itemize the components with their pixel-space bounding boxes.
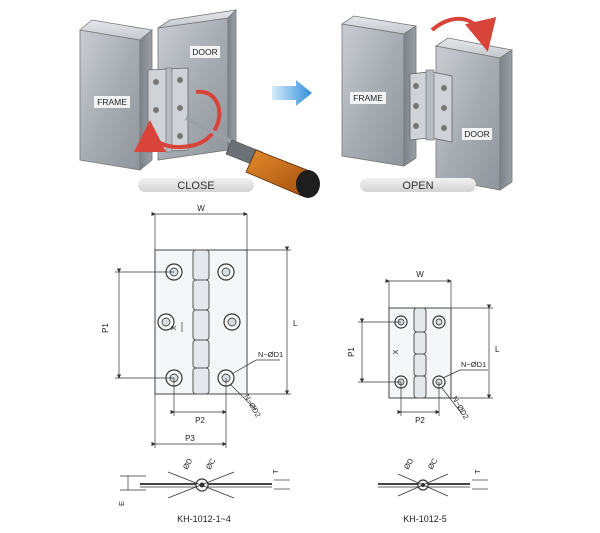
open-caption: OPEN: [402, 180, 433, 192]
open-illustration: FRAME DOOR OPEN: [340, 15, 514, 192]
large-e: E: [117, 501, 126, 506]
door-label-close: DOOR: [192, 47, 218, 57]
small-dim-x: X: [393, 349, 400, 354]
large-side-view: ØD ØC T E: [117, 456, 290, 506]
frame-label-bg: [94, 96, 130, 108]
large-dim-p1: P1: [101, 323, 110, 333]
frame-block-close: [79, 19, 153, 171]
small-od: ØD: [402, 456, 416, 471]
transition-arrow: [272, 80, 312, 106]
frame-label-close: FRAME: [97, 97, 127, 107]
rotation-arrow: [134, 89, 222, 153]
knuckle-segment: [192, 279, 210, 311]
knuckle-segment: [413, 307, 427, 333]
small-n-d2: N−ØD2: [450, 395, 470, 421]
small-oc: ØC: [426, 456, 440, 471]
large-oc: ØC: [204, 456, 218, 471]
frame-label-bg-open: [350, 92, 386, 104]
large-n-d2: N−ØD2: [242, 393, 262, 419]
hinge-open: [409, 69, 453, 143]
knuckle-segment: [192, 309, 210, 341]
small-n-d1: N−ØD1: [461, 360, 486, 369]
small-dim-p1: P1: [347, 347, 356, 357]
large-hinge-drawing: W L P1 X P2 P3 N−ØD1 N−ØD2: [101, 204, 298, 524]
knuckle-segment: [413, 331, 427, 355]
small-dim-l: L: [495, 345, 500, 354]
large-model-label: KH-1012-1~4: [177, 514, 231, 524]
frame-block-open: [340, 15, 418, 167]
door-label-open: DOOR: [464, 129, 490, 139]
small-model-label: KH-1012-5: [403, 514, 447, 524]
small-side-view: ØD ØC T: [378, 456, 488, 497]
close-caption: CLOSE: [177, 180, 214, 192]
open-arrow: [430, 16, 497, 52]
knuckle-segment: [192, 249, 210, 281]
large-n-d1: N−ØD1: [258, 350, 283, 359]
door-label-bg-open: [462, 128, 492, 140]
open-caption-pill: [360, 178, 476, 192]
small-dim-w: W: [416, 270, 424, 279]
screwdriver-icon: [185, 116, 320, 198]
large-od: ØD: [181, 456, 195, 471]
frame-label-open: FRAME: [353, 93, 383, 103]
close-caption-pill: [138, 178, 254, 192]
knuckle-segment: [413, 375, 427, 399]
large-dim-p3: P3: [185, 434, 195, 443]
door-label-bg: [190, 46, 220, 58]
large-dim-w: W: [197, 204, 205, 213]
close-illustration: FRAME DOOR CLOSE: [79, 9, 320, 198]
large-dim-l: L: [293, 319, 298, 328]
knuckle-segment: [192, 339, 210, 369]
small-hinge-drawing: W L P1 X P2 N−ØD1 N−ØD2 ØD ØC T: [347, 270, 500, 524]
small-dim-p2: P2: [415, 416, 425, 425]
large-dim-p2: P2: [195, 416, 205, 425]
knuckle-segment: [413, 353, 427, 377]
large-dim-x: X: [171, 325, 178, 330]
small-t: T: [473, 469, 482, 474]
knuckle-segment: [192, 367, 210, 395]
large-t: T: [271, 469, 280, 474]
